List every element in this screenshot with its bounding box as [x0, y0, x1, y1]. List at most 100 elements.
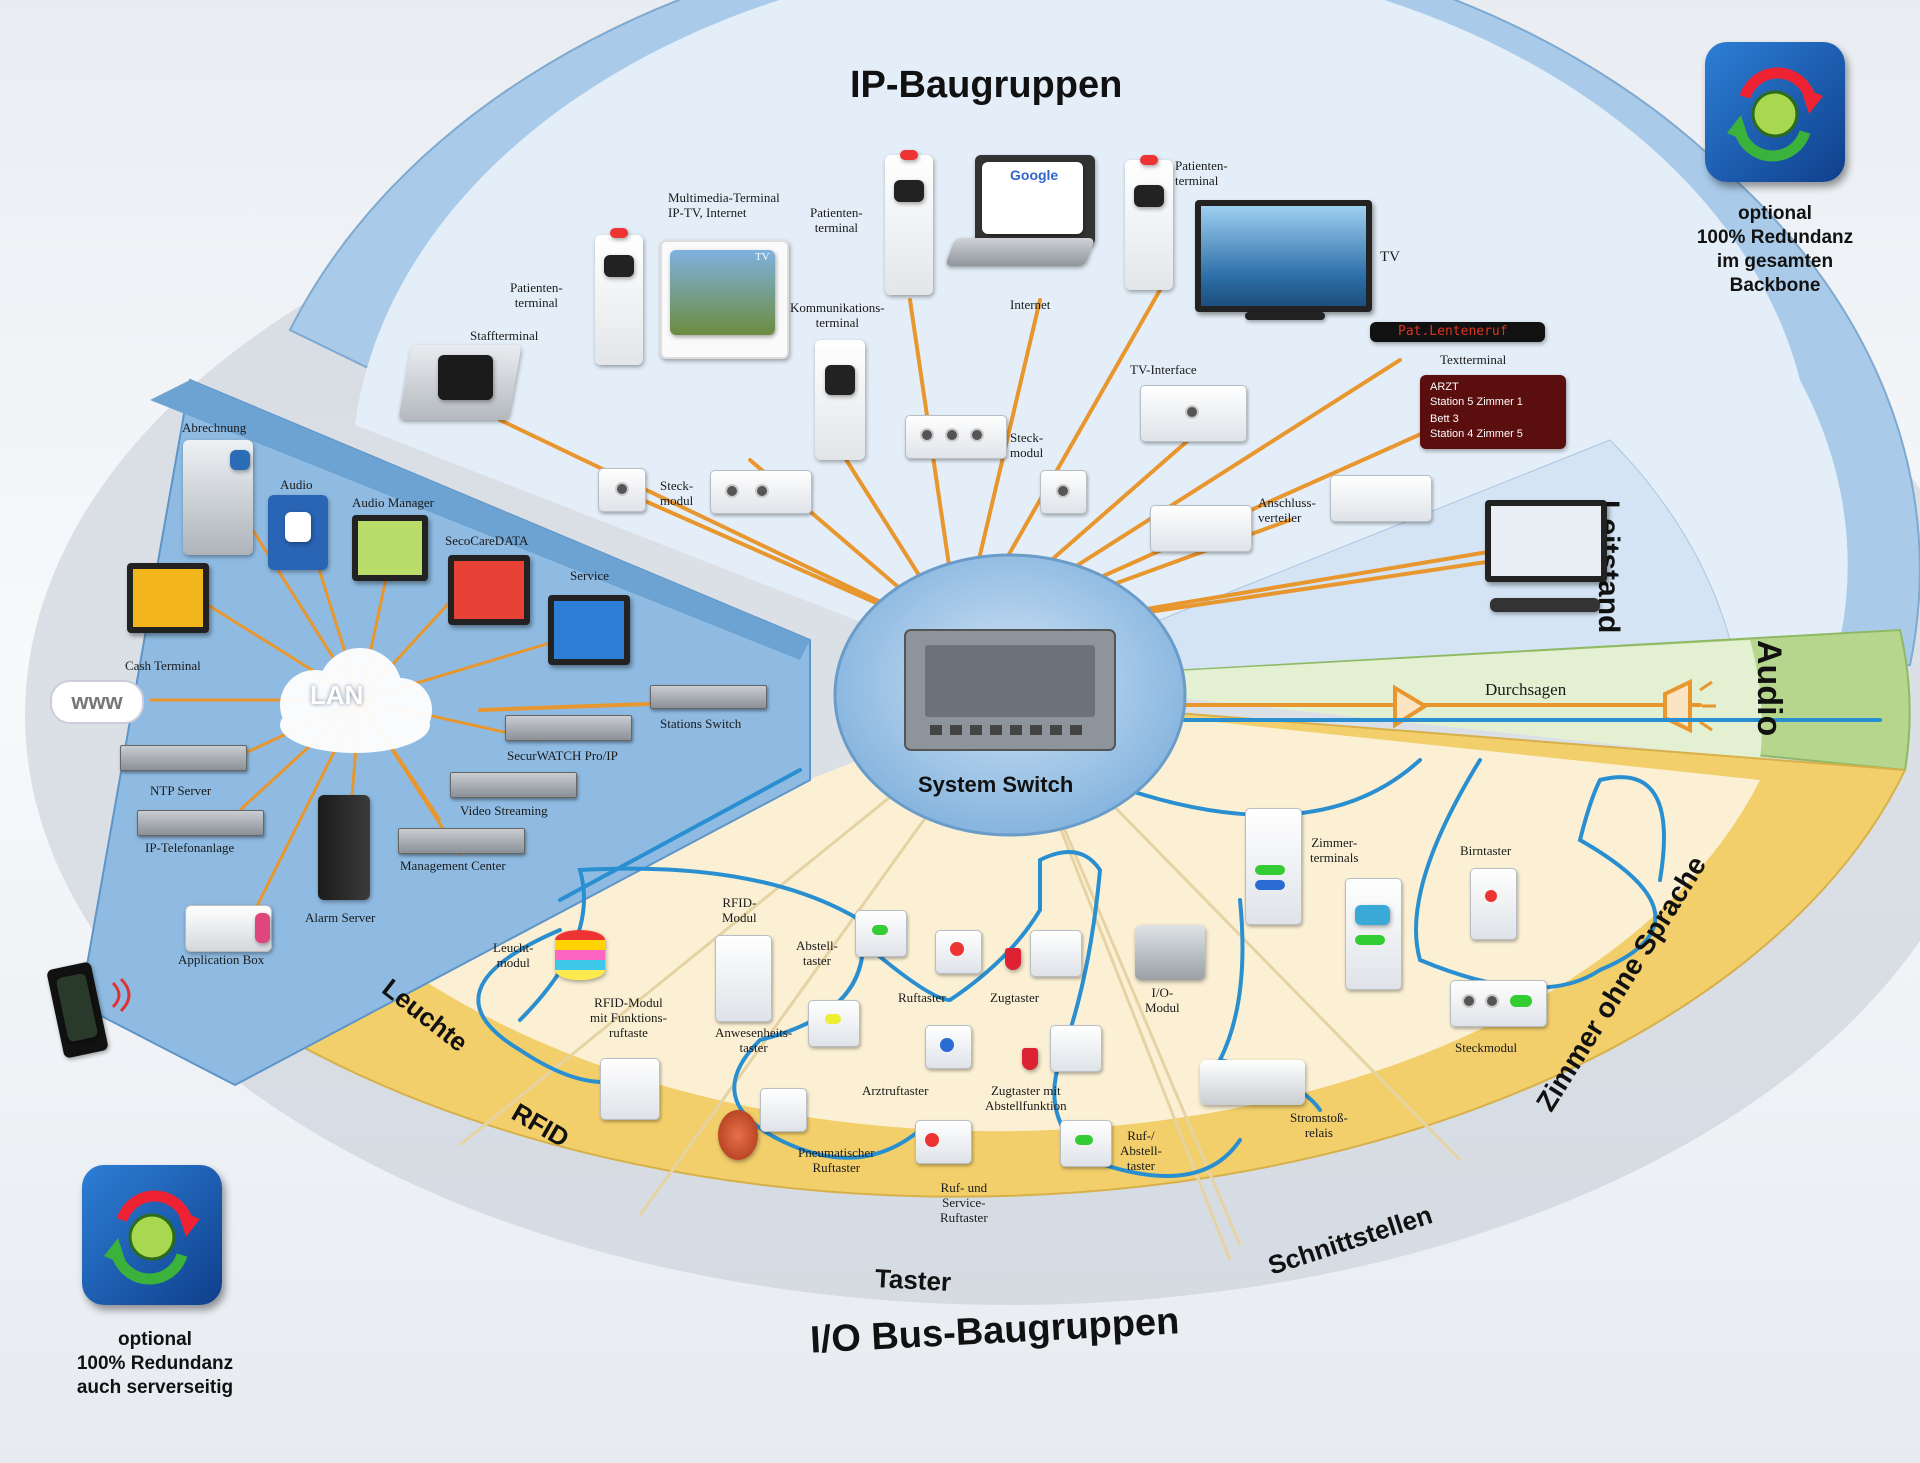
- led: [1255, 880, 1285, 890]
- zugtaster-abstell-label: Zugtaster mit Abstellfunktion: [985, 1083, 1067, 1113]
- patient-terminal-2-screen: [894, 180, 924, 202]
- redundancy-arrows-icon: [104, 1190, 200, 1285]
- ntp-device: [120, 745, 247, 771]
- rfid-module-device: [715, 935, 772, 1022]
- alarm-label: Alarm Server: [305, 910, 376, 925]
- leitstand-keyboard: [1490, 598, 1600, 612]
- patient-terminal-3: [1125, 160, 1173, 290]
- application-box-accent: [255, 913, 270, 943]
- google-logo: Google: [1010, 167, 1059, 183]
- audio-section-title: Audio: [1750, 640, 1788, 737]
- led: [1485, 890, 1497, 902]
- taster-section-title: Taster: [874, 1263, 952, 1297]
- io-inner: [380, 700, 1760, 1132]
- stromstoss-label: Stromstoß- relais: [1290, 1110, 1348, 1140]
- stromstoss-device: [1200, 1060, 1305, 1105]
- management-label: Management Center: [400, 858, 506, 873]
- internet-label: Internet: [1010, 297, 1051, 312]
- patient-terminal-2: [885, 155, 933, 295]
- zimmerterminals-label: Zimmer- terminals: [1310, 835, 1359, 865]
- tv-device: [1195, 200, 1372, 312]
- ip-tel-label: IP-Telefonanlage: [145, 840, 235, 855]
- stations-switch-label: Stations Switch: [660, 716, 742, 731]
- tv-screen: [1201, 206, 1366, 306]
- service-monitor: [548, 595, 630, 665]
- jack: [755, 484, 769, 498]
- durchsagen-label: Durchsagen: [1485, 680, 1567, 699]
- rfid-modul-label: RFID- Modul: [722, 895, 757, 925]
- kommunikation-label: Kommunikations- terminal: [790, 300, 885, 330]
- steckmodul-c-label: Steck- modul: [1010, 430, 1044, 460]
- rfid-funktion-label: RFID-Modul mit Funktions- ruftaste: [590, 995, 667, 1040]
- multimedia-label: Multimedia-Terminal IP-TV, Internet: [668, 190, 780, 220]
- cash-screen: [133, 569, 203, 627]
- zugtaster-label: Zugtaster: [990, 990, 1040, 1005]
- tv-interface-jack: [1185, 405, 1199, 419]
- secocare-screen: [454, 561, 524, 619]
- cash-monitor: [127, 563, 209, 633]
- anschluss-b: [1330, 475, 1432, 522]
- ip-tel-device: [137, 810, 264, 836]
- anschluss-a: [1150, 505, 1252, 552]
- ruf-service-device: [915, 1120, 972, 1164]
- video-label: Video Streaming: [460, 803, 548, 818]
- jack: [1485, 994, 1499, 1008]
- zugtaster-pull-1: [1005, 948, 1021, 970]
- patient-terminal-2-top: [900, 150, 918, 160]
- ntp-label: NTP Server: [150, 783, 212, 798]
- patient-terminal-1-label: Patienten- terminal: [510, 280, 563, 310]
- jack: [1462, 994, 1476, 1008]
- jack: [615, 482, 629, 496]
- alarm-server-device: [318, 795, 370, 900]
- led: [1075, 1135, 1093, 1145]
- textterminal-row-2: Station 5 Zimmer 1: [1430, 396, 1523, 408]
- zugtaster-pull-2: [1022, 1048, 1038, 1070]
- ruftaster-label: Ruftaster: [898, 990, 946, 1005]
- io-modul-device: [1135, 925, 1205, 980]
- redundancy-icon-bottom: [82, 1165, 222, 1305]
- textterminal-label: Textterminal: [1440, 352, 1507, 367]
- steckmodul-a-label: Steck- modul: [660, 478, 694, 508]
- arztruftaster-label: Arztruftaster: [862, 1083, 929, 1098]
- staffterminal-label: Staffterminal: [470, 328, 539, 343]
- staffterminal-screen: [438, 355, 493, 400]
- secocare-monitor: [448, 555, 530, 625]
- laptop-base: [944, 238, 1096, 266]
- multimedia-screen: [670, 250, 775, 335]
- redundancy-arrows-icon: [1727, 67, 1823, 162]
- zugtaster-device: [1030, 930, 1082, 977]
- textterminal-row-3: Bett 3: [1430, 413, 1459, 425]
- jack: [970, 428, 984, 442]
- tv-label: TV: [1380, 249, 1400, 265]
- management-device: [398, 828, 525, 854]
- led: [940, 1038, 954, 1052]
- kommunikation-screen: [825, 365, 855, 395]
- led: [1255, 865, 1285, 875]
- appbox-label: Application Box: [178, 952, 265, 967]
- redundancy-text-top: optional 100% Redundanz im gesamten Back…: [1696, 203, 1854, 296]
- tv-stand: [1245, 312, 1325, 320]
- jack: [1056, 484, 1070, 498]
- lan-wedge-top: [150, 380, 810, 660]
- anwesenheit-label: Anwesenheits- taster: [715, 1025, 793, 1055]
- patient-terminal-1-top: [610, 228, 628, 238]
- rfid-funktion-device: [600, 1058, 660, 1120]
- zimmerterminal-2-screen: [1355, 905, 1390, 925]
- service-label: Service: [570, 568, 609, 583]
- tv-interface-label: TV-Interface: [1130, 362, 1197, 377]
- text-ticker-content: Pat.Lenteneruf: [1398, 324, 1508, 339]
- ruf-abstell-label: Ruf-/ Abstell- taster: [1120, 1128, 1162, 1173]
- secocare-label: SecoCareDATA: [445, 533, 529, 548]
- service-screen: [554, 601, 624, 659]
- jack: [945, 428, 959, 442]
- anschluss-label: Anschluss- verteiler: [1258, 495, 1316, 525]
- audio-manager-screen: [358, 521, 422, 575]
- audio-manager-label: Audio Manager: [352, 495, 434, 510]
- zugtaster-abstell-device: [1050, 1025, 1102, 1072]
- led: [925, 1133, 939, 1147]
- audio-inner: [1010, 640, 1762, 760]
- abstelltaster-label: Abstell- taster: [796, 938, 838, 968]
- led: [872, 925, 888, 935]
- securwatch-device: [505, 715, 632, 741]
